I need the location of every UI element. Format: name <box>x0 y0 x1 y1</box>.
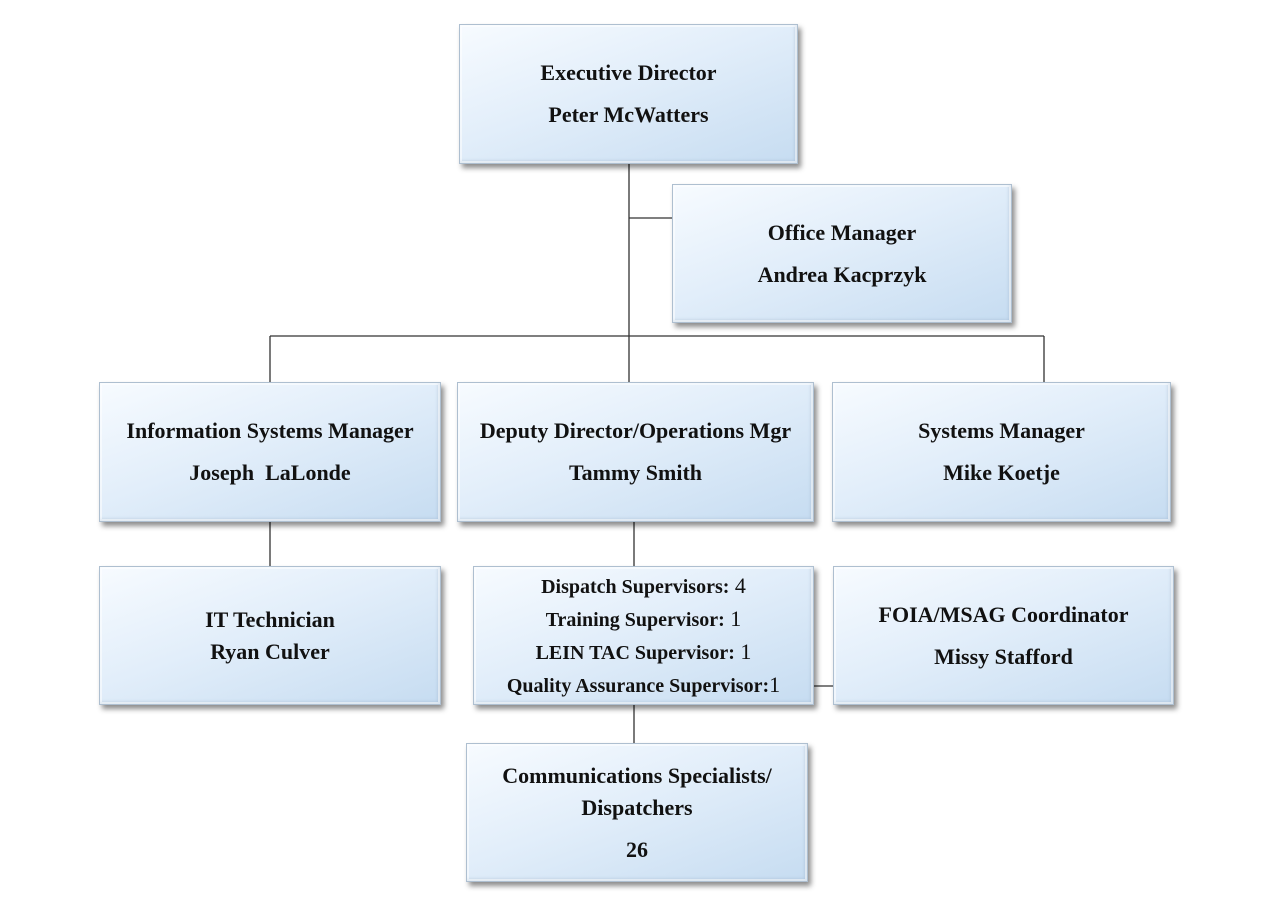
systems-manager-title: Systems Manager <box>918 418 1085 443</box>
office-manager-title: Office Manager <box>767 219 917 245</box>
information-systems-manager-box: Information Systems Manager Joseph LaLon… <box>99 382 441 522</box>
supervisor-count: 1 <box>769 671 781 697</box>
supervisor-label: Dispatch Supervisors: <box>541 575 730 598</box>
it-technician-box: IT Technician Ryan Culver <box>99 566 441 705</box>
supervisor-count: 4 <box>729 572 746 598</box>
communications-title-line1: Communications Specialists/ <box>502 762 772 788</box>
information-systems-manager-name: Joseph LaLonde <box>189 460 351 485</box>
communications-specialists-box: Communications Specialists/ Dispatchers … <box>466 743 808 882</box>
foia-coordinator-box: FOIA/MSAG Coordinator Missy Stafford <box>833 566 1174 705</box>
supervisor-line: Training Supervisor: 1 <box>546 603 742 636</box>
executive-director-name: Peter McWatters <box>548 102 709 127</box>
supervisor-line: LEIN TAC Supervisor: 1 <box>536 636 752 669</box>
deputy-director-name: Tammy Smith <box>568 460 703 485</box>
supervisor-count: 1 <box>734 638 752 664</box>
supervisor-count: 1 <box>724 605 742 631</box>
office-manager-box: Office Manager Andrea Kacprzyk <box>672 184 1012 323</box>
supervisor-line: Dispatch Supervisors: 4 <box>541 570 746 603</box>
supervisor-label: LEIN TAC Supervisor: <box>535 641 735 664</box>
foia-coordinator-name: Missy Stafford <box>934 643 1073 669</box>
supervisor-label: Training Supervisor: <box>545 608 725 631</box>
communications-title-line2: Dispatchers <box>581 794 693 820</box>
communications-count: 26 <box>626 836 648 862</box>
it-technician-title: IT Technician <box>205 606 335 632</box>
foia-coordinator-title: FOIA/MSAG Coordinator <box>878 601 1129 627</box>
it-technician-name: Ryan Culver <box>210 638 330 664</box>
systems-manager-name: Mike Koetje <box>943 460 1060 485</box>
deputy-director-box: Deputy Director/Operations Mgr Tammy Smi… <box>457 382 814 522</box>
executive-director-box: Executive Director Peter McWatters <box>459 24 798 164</box>
systems-manager-box: Systems Manager Mike Koetje <box>832 382 1171 522</box>
executive-director-title: Executive Director <box>540 60 717 85</box>
information-systems-manager-title: Information Systems Manager <box>126 418 414 443</box>
supervisor-line: Quality Assurance Supervisor:1 <box>507 669 780 702</box>
deputy-director-title: Deputy Director/Operations Mgr <box>479 418 792 443</box>
supervisor-label: Quality Assurance Supervisor: <box>506 674 770 697</box>
supervisors-box: Dispatch Supervisors: 4 Training Supervi… <box>473 566 814 705</box>
office-manager-name: Andrea Kacprzyk <box>757 261 927 287</box>
